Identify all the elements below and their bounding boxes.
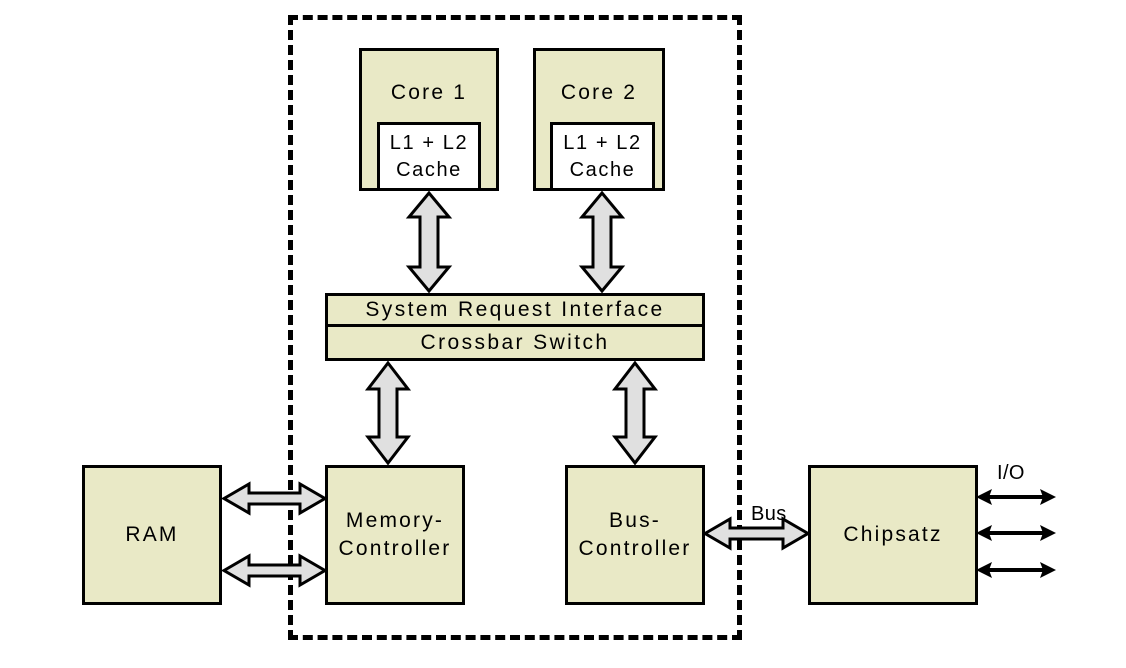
core-2-label: Core 2 <box>560 81 638 104</box>
io-connector-label: I/O <box>997 462 1025 484</box>
cpu-die-boundary <box>288 15 742 640</box>
chipset-io-arrow-2 <box>976 525 1056 541</box>
chipset-label: Chipsatz <box>843 523 943 547</box>
memory-controller-box: Memory- Controller <box>325 465 465 605</box>
bus-connector-label: Bus <box>751 503 787 525</box>
bus-controller-label: Bus- Controller <box>578 509 692 560</box>
core-2-cache-box: L1 + L2 Cache <box>550 122 655 191</box>
core-1-label: Core 1 <box>390 81 468 104</box>
chipset-io-arrow-1 <box>976 489 1056 505</box>
memory-controller-label: Memory- Controller <box>338 509 452 560</box>
ram-label: RAM <box>125 523 179 547</box>
system-interface-stack: System Request Interface Crossbar Switch <box>325 293 705 361</box>
crossbar-switch-label: Crossbar Switch <box>420 330 610 354</box>
system-request-interface-row: System Request Interface <box>328 296 702 327</box>
core-1-cache-label: L1 + L2 Cache <box>389 131 469 181</box>
chipset-box: Chipsatz <box>808 465 978 605</box>
ram-box: RAM <box>82 465 222 605</box>
core-2-cache-label: L1 + L2 Cache <box>563 131 642 181</box>
core-1-cache-box: L1 + L2 Cache <box>377 122 481 191</box>
chipset-io-arrow-3 <box>976 562 1056 578</box>
system-request-interface-label: System Request Interface <box>365 298 665 321</box>
arrow-crossbar-to-memory-controller <box>364 360 412 466</box>
bus-controller-box: Bus- Controller <box>565 465 705 605</box>
arrow-bus-controller-to-chipset <box>702 516 811 551</box>
arrow-core2-to-sri <box>578 190 626 294</box>
arrow-crossbar-to-bus-controller <box>611 360 659 466</box>
arrow-core1-to-sri <box>405 190 453 294</box>
arrow-ram-to-memory-controller-lower <box>221 553 328 588</box>
crossbar-switch-row: Crossbar Switch <box>328 327 702 358</box>
arrow-ram-to-memory-controller-upper <box>221 481 328 516</box>
